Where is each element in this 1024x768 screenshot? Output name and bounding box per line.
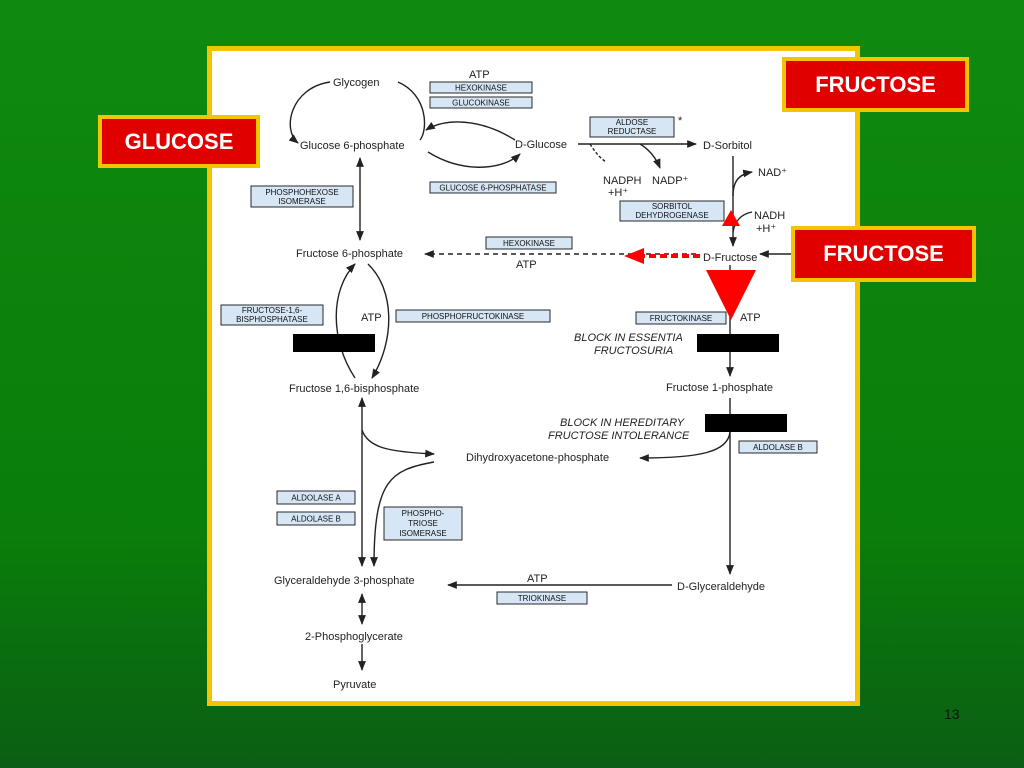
arrow-f1p-to-dhap xyxy=(639,431,731,462)
label-2pg: 2-Phosphoglycerate xyxy=(305,631,403,643)
label-atp-pfk: ATP xyxy=(361,312,382,324)
enzyme-box-phi xyxy=(250,185,354,208)
enzyme-phi-1: PHOSPHOHEXOSE xyxy=(265,188,338,197)
enzyme-fructokinase: FRUCTOKINASE xyxy=(650,314,713,323)
block-hereditary-2: FRUCTOSE INTOLERANCE xyxy=(548,430,690,442)
enzyme-g6pase: GLUCOSE 6-PHOSPHATASE xyxy=(439,184,546,193)
enzyme-box-g6pase xyxy=(429,181,557,194)
arrow-dhap-to-g3p xyxy=(370,461,435,567)
highlight-arrow-up xyxy=(722,210,740,226)
enzyme-hexokinase-2: HEXOKINASE xyxy=(503,239,555,248)
redaction-bar xyxy=(705,414,787,432)
arrow-f16bp-to-f6p xyxy=(335,263,356,379)
arrow-nadh-out xyxy=(732,211,753,233)
enzyme-box-aldose-reductase xyxy=(589,116,675,138)
highlight-arrow-down xyxy=(706,270,756,320)
enzyme-hexokinase: HEXOKINASE xyxy=(455,84,507,93)
enzyme-box-fbpase xyxy=(220,304,324,326)
glucose-callout: GLUCOSE xyxy=(98,115,260,168)
label-f6p: Fructose 6-phosphate xyxy=(296,248,403,260)
enzyme-glucokinase: GLUCOKINASE xyxy=(452,99,510,108)
enzyme-tpi-2: TRIOSE xyxy=(408,519,438,528)
block-hereditary-1: BLOCK IN HEREDITARY xyxy=(560,417,685,429)
enzyme-box-sdh xyxy=(619,200,725,222)
label-atp-hexokinase: ATP xyxy=(469,69,490,81)
label-g6p: Glucose 6-phosphate xyxy=(300,140,405,152)
block-essential-2: FRUCTOSURIA xyxy=(594,345,673,357)
label-nadph: NADPH xyxy=(603,175,642,187)
enzyme-fbpase-2: BISPHOSPHATASE xyxy=(236,315,308,324)
pathway-arrows xyxy=(288,81,792,671)
label-sorbitol: D-Sorbitol xyxy=(703,140,752,152)
arrow-g6p-to-glycogen xyxy=(397,81,426,141)
arrow-glucose-to-g6p xyxy=(425,121,516,141)
label-glyceraldehyde: D-Glyceraldehyde xyxy=(677,581,765,593)
label-nadh: NADH xyxy=(754,210,785,222)
enzyme-aldose-reductase-1: ALDOSE xyxy=(616,118,648,127)
enzyme-box-tpi xyxy=(383,506,463,541)
label-atp-fructokinase: ATP xyxy=(740,312,761,324)
enzyme-aldolase-a: ALDOLASE A xyxy=(291,494,341,503)
label-nadp: NADP⁺ xyxy=(652,175,689,187)
enzyme-box-hexokinase-2 xyxy=(485,236,573,250)
enzyme-aldolase-b-right: ALDOLASE B xyxy=(753,443,803,452)
block-annotations: BLOCK IN ESSENTIA FRUCTOSURIA BLOCK IN H… xyxy=(548,332,690,442)
redaction-bar xyxy=(293,334,375,352)
label-h-plus-right: +H⁺ xyxy=(756,223,776,235)
arrow-nadph-in xyxy=(589,143,607,163)
label-glycogen: Glycogen xyxy=(333,77,379,89)
label-glucose: D-Glucose xyxy=(515,139,567,151)
enzyme-box-aldolase-a xyxy=(276,490,356,505)
label-atp-triokinase: ATP xyxy=(527,573,548,585)
label-f16bp: Fructose 1,6-bisphosphate xyxy=(289,383,419,395)
enzyme-box-fructokinase xyxy=(635,311,727,325)
enzyme-labels: HEXOKINASE GLUCOKINASE ALDOSE REDUCTASE … xyxy=(220,81,818,605)
label-pyruvate: Pyruvate xyxy=(333,679,376,691)
metabolite-labels: Glycogen Glucose 6-phosphate D-Glucose D… xyxy=(274,69,787,691)
enzyme-tpi-3: ISOMERASE xyxy=(399,529,447,538)
arrow-glycogen-to-g6p xyxy=(288,81,331,144)
fructose-callout-right: FRUCTOSE xyxy=(791,226,976,282)
label-g3p: Glyceraldehyde 3-phosphate xyxy=(274,575,415,587)
enzyme-box-hexokinase xyxy=(429,81,533,94)
label-f1p: Fructose 1-phosphate xyxy=(666,382,773,394)
arrow-f16bp-to-dhap xyxy=(361,429,435,458)
enzyme-aldose-reductase-2: REDUCTASE xyxy=(608,127,657,136)
label-h-plus-left: +H⁺ xyxy=(608,187,628,199)
enzyme-fbpase-1: FRUCTOSE-1,6- xyxy=(242,306,303,315)
label-nad: NAD⁺ xyxy=(758,167,787,179)
label-atp-hexokinase-2: ATP xyxy=(516,259,537,271)
enzyme-box-pfk xyxy=(395,309,551,323)
enzyme-phi-2: ISOMERASE xyxy=(278,197,326,206)
enzyme-sdh-1: SORBITOL xyxy=(652,202,693,211)
highlight-arrow-head-left xyxy=(624,248,644,264)
fructose-callout-top: FRUCTOSE xyxy=(782,57,969,112)
asterisk-mark: * xyxy=(678,115,683,127)
enzyme-tpi-1: PHOSPHO- xyxy=(402,509,445,518)
enzyme-triokinase: TRIOKINASE xyxy=(518,594,566,603)
enzyme-sdh-2: DEHYDROGENASE xyxy=(635,211,708,220)
arrow-f6p-to-f16bp xyxy=(367,263,390,379)
arrow-g6p-to-glucose xyxy=(427,151,521,168)
block-essential-1: BLOCK IN ESSENTIA xyxy=(574,332,683,344)
enzyme-pfk: PHOSPHOFRUCTOKINASE xyxy=(422,312,525,321)
page-number: 13 xyxy=(944,706,960,722)
label-fructose: D-Fructose xyxy=(703,252,757,264)
arrow-nadp-out xyxy=(639,143,661,169)
redaction-bar xyxy=(697,334,779,352)
enzyme-box-aldolase-b-left xyxy=(276,511,356,526)
enzyme-aldolase-b-left: ALDOLASE B xyxy=(291,515,341,524)
enzyme-box-glucokinase xyxy=(429,96,533,109)
enzyme-box-aldolase-b-right xyxy=(738,440,818,454)
enzyme-box-triokinase xyxy=(496,591,588,605)
arrow-nad-in xyxy=(732,169,753,197)
label-dhap: Dihydroxyacetone-phosphate xyxy=(466,452,609,464)
